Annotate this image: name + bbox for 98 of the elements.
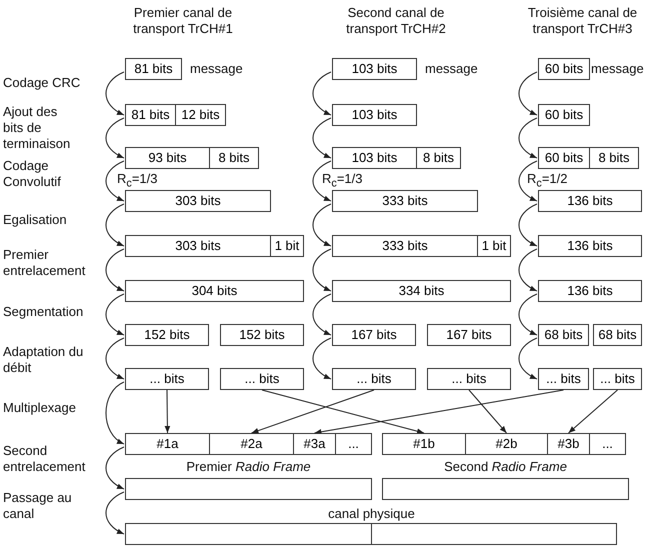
message-label: message: [425, 61, 478, 76]
code-rate-label: R$_{c}$=1/3: [322, 171, 362, 186]
bit-block: 60 bits: [538, 58, 590, 80]
bit-block: 60 bits: [538, 104, 590, 126]
bit-block: 136 bits: [538, 235, 642, 257]
curved-arrow: [312, 72, 332, 116]
empty-frame-box: [125, 478, 372, 500]
arrow: [262, 390, 424, 434]
bit-block: ... bits: [220, 368, 304, 390]
bit-block: 103 bits: [332, 58, 417, 80]
curved-arrow: [106, 248, 124, 292]
curved-arrow: [518, 160, 538, 202]
curved-arrow: [312, 248, 332, 292]
curved-arrow: [106, 72, 124, 116]
bit-block: 8 bits: [416, 147, 461, 169]
stage-label: Premier entrelacement: [3, 247, 86, 278]
frame-slot: #3a: [293, 433, 336, 455]
bit-block: ... bits: [125, 368, 209, 390]
frame-slot: #2b: [465, 433, 548, 455]
curved-arrow: [518, 338, 538, 380]
channel-label: canal physique: [328, 506, 415, 521]
curved-arrow: [312, 204, 332, 246]
bit-block: ... bits: [427, 368, 511, 390]
curved-arrow: [312, 338, 332, 380]
curved-arrow: [312, 118, 332, 158]
bit-block: 1 bit: [270, 235, 304, 257]
bit-block: 304 bits: [125, 280, 304, 302]
curved-arrow: [518, 72, 538, 116]
column-heading: Troisième canal de transport TrCH#3: [528, 5, 638, 36]
curved-arrow: [518, 294, 538, 336]
bit-block: 152 bits: [125, 324, 209, 346]
stage-label: Codage Convolutif: [3, 158, 61, 189]
curved-arrow: [106, 294, 124, 336]
bit-block: 68 bits: [538, 324, 589, 346]
bit-block: 152 bits: [220, 324, 304, 346]
bit-block: 81 bits: [125, 104, 176, 126]
bit-block: 1 bit: [477, 235, 511, 257]
bit-block: 8 bits: [589, 147, 639, 169]
bit-block: 303 bits: [125, 190, 271, 212]
arrow: [314, 390, 564, 435]
frame-label: Premier Radio Frame: [186, 459, 311, 474]
frame-slot: ...: [589, 433, 626, 455]
curved-arrow: [106, 382, 124, 444]
curved-arrow: [106, 338, 124, 380]
bit-block: 81 bits: [125, 58, 182, 80]
bit-block: 68 bits: [593, 324, 642, 346]
curved-arrow: [106, 204, 124, 246]
bit-block: 334 bits: [332, 280, 511, 302]
bit-block: 93 bits: [125, 147, 210, 169]
arrow: [468, 390, 507, 434]
frame-slot: #2a: [209, 433, 294, 455]
bit-block: 136 bits: [538, 280, 642, 302]
curved-arrow: [106, 160, 124, 202]
bit-block: 303 bits: [125, 235, 271, 257]
bit-block: 103 bits: [332, 104, 417, 126]
bit-block: ... bits: [538, 368, 589, 390]
stage-label: Passage au canal: [3, 490, 72, 521]
bit-block: 167 bits: [427, 324, 511, 346]
column-heading: Premier canal de transport TrCH#1: [133, 5, 233, 36]
bit-block: 12 bits: [175, 104, 226, 126]
frame-slot: #1b: [382, 433, 466, 455]
stage-label: Egalisation: [3, 212, 67, 227]
code-rate-label: R$_{c}$=1/3: [117, 171, 158, 186]
curved-arrow: [106, 118, 124, 158]
bit-block: 136 bits: [538, 190, 642, 212]
bit-block: 167 bits: [332, 324, 416, 346]
frame-slot: #1a: [125, 433, 210, 455]
stage-label: Codage CRC: [3, 75, 80, 90]
bit-block: 333 bits: [332, 190, 478, 212]
curved-arrow: [518, 204, 538, 246]
arrow: [568, 390, 618, 434]
bit-block: 333 bits: [332, 235, 478, 257]
curved-arrow: [106, 492, 124, 534]
empty-frame-box: [382, 478, 629, 500]
frame-slot: ...: [335, 433, 372, 455]
code-rate-label: R$_{c}$=1/2: [527, 171, 568, 186]
column-heading: Second canal de transport TrCH#2: [346, 5, 446, 36]
bit-block: 60 bits: [538, 147, 590, 169]
arrow: [251, 390, 374, 434]
message-label: message: [190, 61, 243, 76]
stage-label: Multiplexage: [3, 400, 76, 415]
bit-block: 8 bits: [209, 147, 259, 169]
stage-label: Adaptation du débit: [3, 344, 84, 375]
bit-block: 103 bits: [332, 147, 417, 169]
curved-arrow: [312, 294, 332, 336]
bit-block: ... bits: [593, 368, 642, 390]
arrow: [164, 390, 170, 434]
bit-block: ... bits: [332, 368, 416, 390]
message-label: message: [591, 61, 644, 76]
frame-slot: #3b: [547, 433, 590, 455]
curved-arrow: [518, 118, 538, 158]
stage-label: Ajout des bits de terminaison: [3, 104, 70, 151]
stage-label: Segmentation: [3, 304, 84, 319]
curved-arrow: [106, 446, 124, 490]
frame-label: Second Radio Frame: [444, 459, 567, 474]
curved-arrow: [518, 248, 538, 292]
stage-label: Second entrelacement: [3, 443, 86, 474]
curved-arrow: [312, 160, 332, 202]
